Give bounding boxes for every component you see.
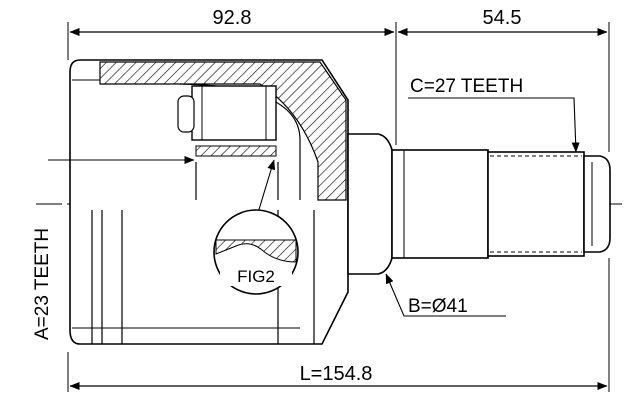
leaders — [48, 97, 580, 317]
dim-top-right: 54.5 — [483, 7, 522, 29]
shaft — [347, 133, 611, 275]
label-diameter: B=Ø41 — [408, 296, 468, 317]
dim-top-left: 92.8 — [213, 7, 252, 29]
section-hatch — [99, 61, 347, 201]
label-spline-outer: C=27 TEETH — [410, 76, 523, 97]
label-spline-inner: A=23 TEETH — [32, 228, 53, 340]
dim-total-length: L=154.8 — [300, 363, 373, 385]
label-fig2: FIG2 — [237, 267, 275, 286]
fig2-detail — [213, 209, 299, 295]
dimension-lines — [69, 28, 608, 390]
extension-lines — [67, 22, 610, 392]
